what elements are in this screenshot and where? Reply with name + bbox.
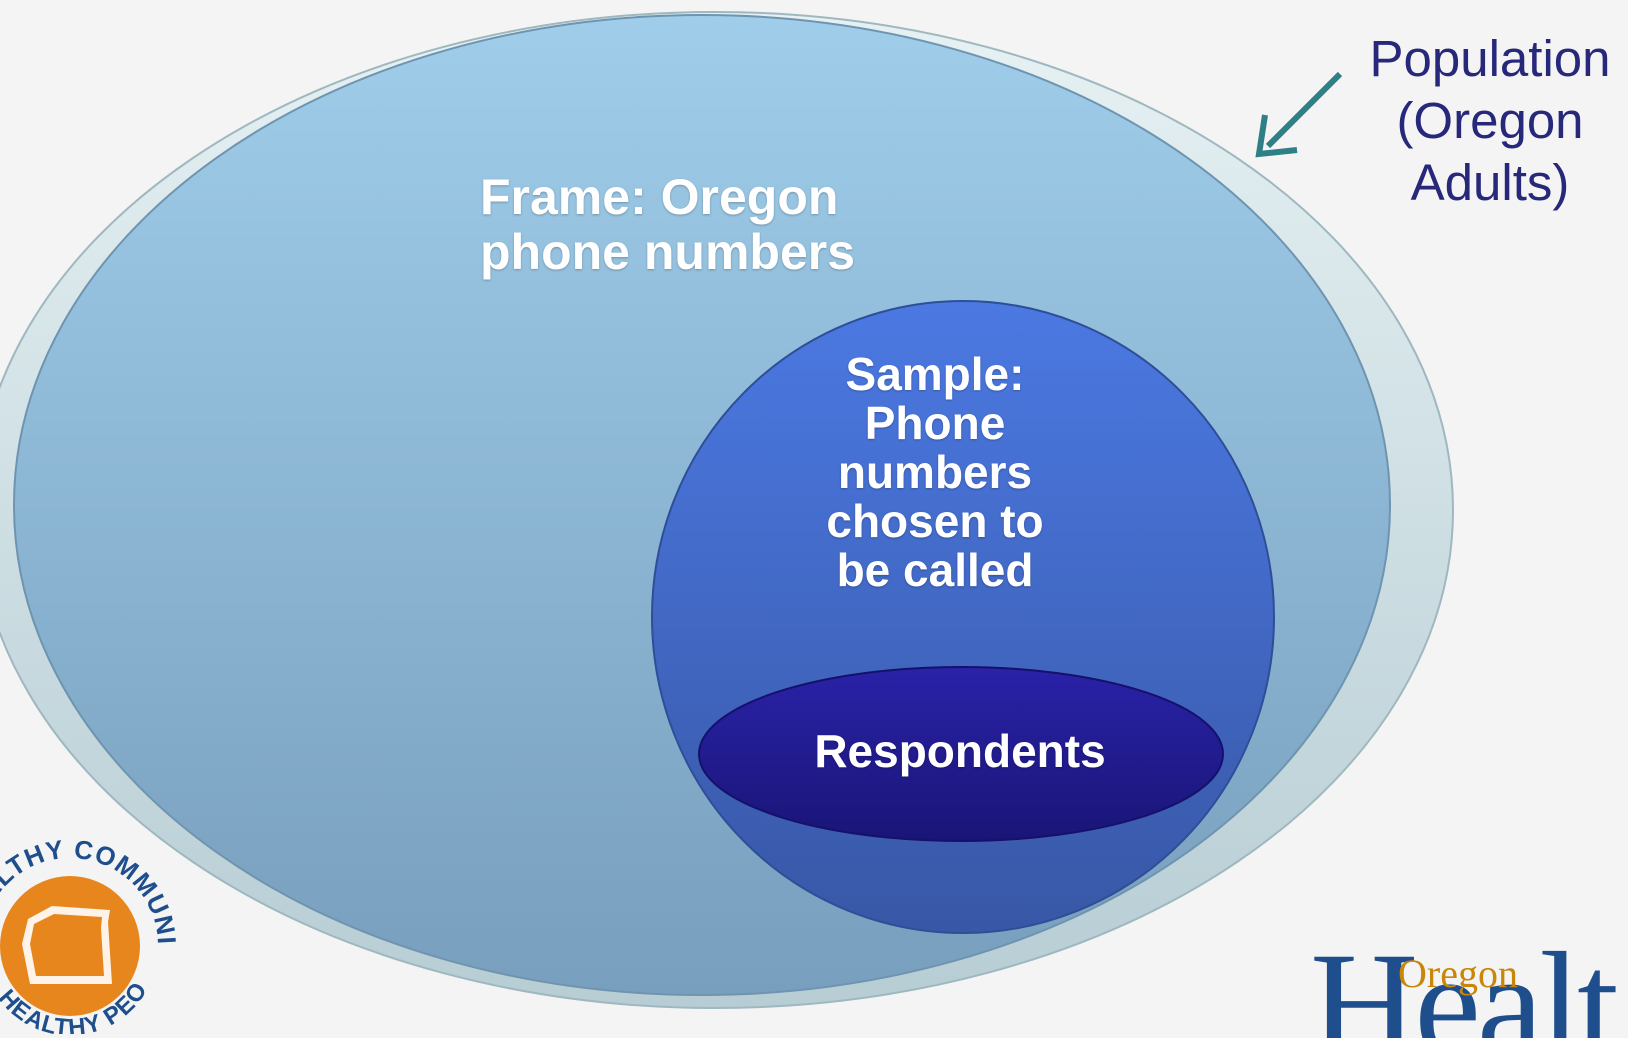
respondents-ellipse (698, 666, 1224, 842)
frame-label: Frame: Oregon phone numbers (480, 169, 856, 280)
population-label: Population (Oregon Adults) (1369, 30, 1611, 211)
oregon-health-logo-small-text: Oregon (1398, 951, 1518, 996)
oregon-health-logo-big-text: Healt (1310, 948, 1619, 1038)
oregon-health-logo: Healt Oregon (1310, 948, 1628, 1038)
respondents-label: Respondents (814, 725, 1106, 777)
healthy-communities-logo: HEALTHY COMMUNITIES HEALTHY PEOPLE (0, 834, 180, 1034)
sample-label: Sample: Phone numbers chosen to be calle… (826, 348, 1044, 596)
